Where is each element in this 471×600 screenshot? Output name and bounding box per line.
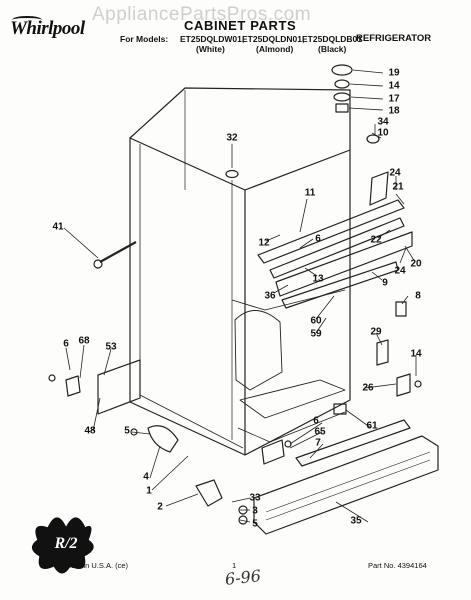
callout-6-upper: 6 <box>315 233 321 245</box>
callout-8: 8 <box>415 290 421 302</box>
callout-59: 59 <box>310 328 322 340</box>
rod <box>99 241 137 263</box>
leveling-leg <box>147 425 179 453</box>
callout-10: 10 <box>377 127 389 139</box>
footer-page-number: 1 <box>232 561 237 570</box>
callout-3: 3 <box>252 505 258 517</box>
roller-assembly <box>195 479 223 507</box>
callout-5-left: 5 <box>124 425 130 437</box>
cabinet-top-front-edge <box>129 137 351 191</box>
model-number-almond: ET25DQLDN01, <box>242 34 305 44</box>
callout-41: 41 <box>52 221 64 233</box>
brand-swoosh <box>12 16 42 24</box>
part-8 <box>395 301 407 317</box>
callout-48: 48 <box>84 425 96 437</box>
finish-almond: (Almond) <box>256 44 294 54</box>
callout-34: 34 <box>377 116 389 128</box>
finish-white: (White) <box>196 44 225 54</box>
interior-liner <box>234 310 283 391</box>
toe-plate <box>295 419 411 467</box>
callout-35: 35 <box>350 515 362 527</box>
callout-13: 13 <box>312 273 324 285</box>
callout-17: 17 <box>388 93 400 105</box>
callout-14: 14 <box>388 80 400 92</box>
callout-60: 60 <box>310 315 322 327</box>
model-number-white: ET25DQLDW01, <box>180 34 245 44</box>
callout-61: 61 <box>366 420 378 432</box>
hinge-cap <box>331 64 353 76</box>
lower-rail <box>269 217 405 279</box>
callout-2: 2 <box>157 501 163 513</box>
callout-20: 20 <box>410 258 422 270</box>
model-number-black: ET25DQLDB01 <box>302 34 362 44</box>
part-29 <box>376 339 389 366</box>
callout-1: 1 <box>146 485 152 497</box>
base-grille <box>253 435 439 535</box>
callout-36: 36 <box>264 290 276 302</box>
part-26 <box>396 373 411 397</box>
brand-logo: Whirlpool <box>10 18 85 39</box>
watermark: AppliancePartsPros.com <box>92 4 312 25</box>
support-bar <box>281 261 399 309</box>
handwritten-note: 6-96 <box>224 566 262 589</box>
footer-part-number: Part No. 4394164 <box>368 561 427 570</box>
callout-65: 65 <box>314 426 326 438</box>
callout-12: 12 <box>258 237 270 249</box>
callout-22: 22 <box>370 234 382 246</box>
callout-18: 18 <box>388 105 400 117</box>
r2-stamp-logo <box>31 517 94 574</box>
side-bracket <box>97 359 141 415</box>
mullion-bar <box>275 231 413 297</box>
callout-9: 9 <box>382 277 388 289</box>
hinge-bracket <box>369 171 389 206</box>
callout-6-bottom: 6 <box>313 415 319 427</box>
r2-stamp-text: R/2 <box>53 535 77 552</box>
plug <box>366 134 380 144</box>
callout-29: 29 <box>370 326 382 338</box>
models-label: For Models: <box>120 34 169 44</box>
callout-4: 4 <box>143 471 149 483</box>
callout-24: 24 <box>389 167 401 179</box>
callout-5-bottom: 5 <box>252 518 258 530</box>
appliance-category: REFRIGERATOR <box>356 33 432 44</box>
page-title: CABINET PARTS <box>184 18 297 33</box>
callout-24-lower: 24 <box>394 265 406 277</box>
footer-litho: 7-96 Litho in U.S.A. (ce) <box>48 561 129 570</box>
callout-11: 11 <box>304 187 316 199</box>
callout-26: 26 <box>362 382 374 394</box>
callout-68: 68 <box>78 335 90 347</box>
callout-33: 33 <box>249 492 261 504</box>
callout-14-right: 14 <box>410 348 422 360</box>
bottom-shelf <box>239 379 346 419</box>
callout-53: 53 <box>105 341 117 353</box>
callout-6-left: 6 <box>63 338 69 350</box>
finish-black: (Black) <box>318 44 347 54</box>
callout-7: 7 <box>315 437 321 449</box>
callout-19: 19 <box>388 67 400 79</box>
callout-32: 32 <box>226 132 238 144</box>
callout-21: 21 <box>392 181 404 193</box>
upper-rail <box>257 199 405 264</box>
